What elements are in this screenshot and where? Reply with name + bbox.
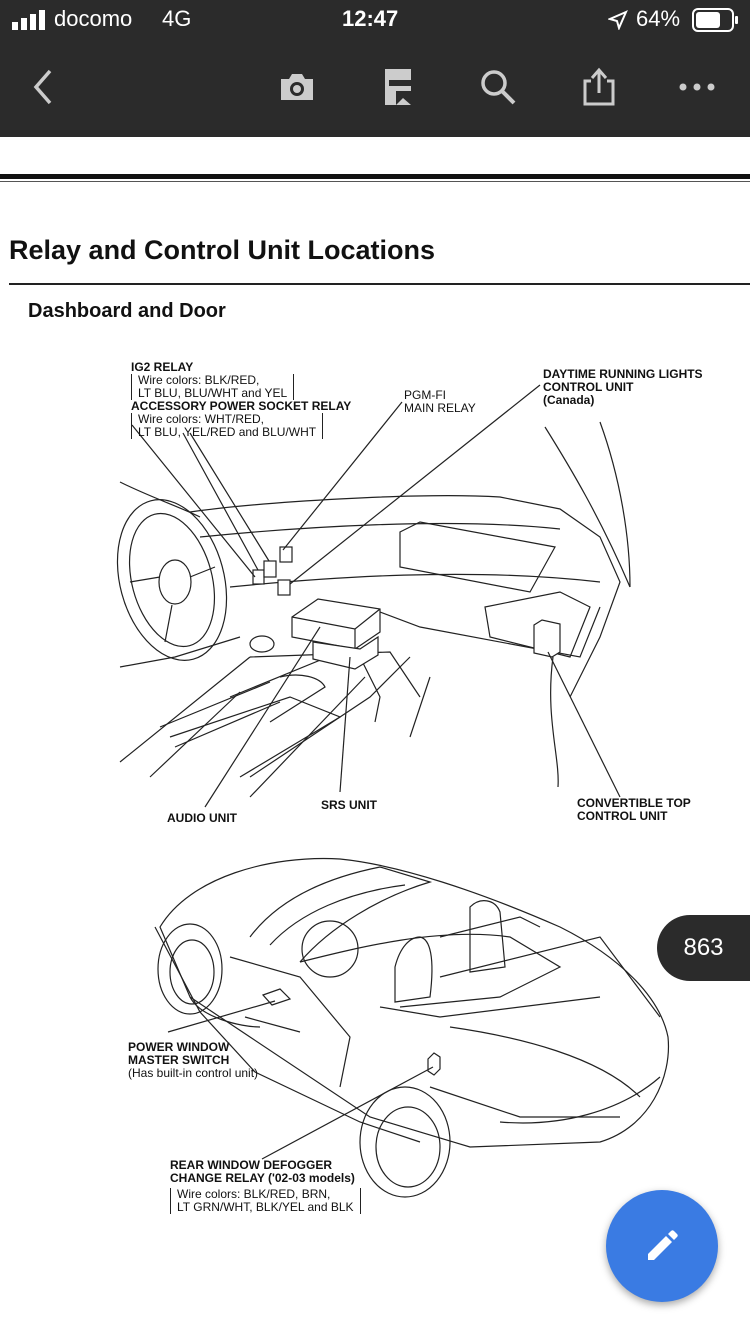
defogger-wires-line2: LT GRN/WHT, BLK/YEL and BLK <box>177 1200 354 1214</box>
back-button[interactable] <box>18 62 68 112</box>
label-accessory-wires: Wire colors: WHT/RED, LT BLU, YEL/RED an… <box>131 412 324 439</box>
top-rule-thin <box>0 181 750 182</box>
page-number-tab[interactable]: 863 <box>657 915 750 981</box>
bookmark-button[interactable] <box>373 62 423 112</box>
camera-button[interactable] <box>272 62 322 112</box>
edit-button[interactable] <box>606 1190 718 1302</box>
defogger-line1: REAR WINDOW DEFOGGER <box>170 1158 332 1172</box>
carrier-label: docomo <box>54 6 133 31</box>
battery-percent: 64% <box>636 6 681 31</box>
share-icon <box>583 67 615 106</box>
back-icon <box>33 69 52 105</box>
share-button[interactable] <box>574 62 624 112</box>
pgmfi-line1: PGM-FI <box>404 388 446 402</box>
battery-icon <box>692 8 738 32</box>
car-diagram <box>154 857 670 1198</box>
convertible-line1: CONVERTIBLE TOP <box>577 796 691 810</box>
power-window-line1: POWER WINDOW <box>128 1040 230 1054</box>
label-audio-unit: AUDIO UNIT <box>167 811 237 825</box>
convertible-line2: CONTROL UNIT <box>577 809 668 823</box>
ig2-wires-line1: Wire colors: BLK/RED, <box>138 373 260 387</box>
bookmark-icon <box>385 69 411 105</box>
title-rule <box>9 283 750 285</box>
label-ig2-relay: IG2 RELAY <box>131 360 194 374</box>
toolbar <box>0 40 750 137</box>
pgmfi-line2: MAIN RELAY <box>404 401 476 415</box>
drl-line1: DAYTIME RUNNING LIGHTS <box>543 367 703 381</box>
label-convertible-top-unit: CONVERTIBLE TOP CONTROL UNIT <box>577 797 691 823</box>
accessory-wires-line2: LT BLU, YEL/RED and BLU/WHT <box>138 425 317 439</box>
top-rule <box>0 174 750 179</box>
label-defogger-relay: REAR WINDOW DEFOGGER CHANGE RELAY ('02-0… <box>170 1159 355 1185</box>
network-label: 4G <box>162 6 192 31</box>
more-button[interactable] <box>672 62 722 112</box>
search-icon <box>481 70 516 105</box>
label-ig2-wires: Wire colors: BLK/RED, LT BLU, BLU/WHT an… <box>131 373 295 400</box>
signal-icon <box>12 10 45 30</box>
power-window-line3: (Has built-in control unit) <box>128 1066 259 1080</box>
label-drl-control-unit: DAYTIME RUNNING LIGHTS CONTROL UNIT (Can… <box>543 368 703 407</box>
accessory-wires-line1: Wire colors: WHT/RED, <box>138 412 264 426</box>
label-defogger-wires: Wire colors: BLK/RED, BRN, LT GRN/WHT, B… <box>170 1188 361 1214</box>
location-icon <box>608 10 628 30</box>
drl-line3: (Canada) <box>543 393 595 407</box>
page-number: 863 <box>683 934 724 961</box>
power-window-line2: MASTER SWITCH <box>128 1053 230 1067</box>
more-icon <box>679 83 715 91</box>
search-button[interactable] <box>473 62 523 112</box>
label-accessory-relay: ACCESSORY POWER SOCKET RELAY <box>131 399 352 413</box>
label-power-window-switch: POWER WINDOW MASTER SWITCH (Has built-in… <box>128 1041 258 1080</box>
dashboard-diagram <box>116 384 631 808</box>
camera-icon <box>281 74 313 100</box>
label-srs-unit: SRS UNIT <box>321 798 378 812</box>
clock: 12:47 <box>342 6 399 31</box>
edit-icon <box>648 1230 678 1260</box>
page-title: Relay and Control Unit Locations <box>9 235 436 265</box>
label-pgmfi-relay: PGM-FI MAIN RELAY <box>404 389 476 415</box>
section-title: Dashboard and Door <box>28 300 226 322</box>
defogger-line2: CHANGE RELAY ('02-03 models) <box>170 1171 355 1185</box>
document-page[interactable]: Relay and Control Unit Locations Dashboa… <box>0 137 750 1334</box>
drl-line2: CONTROL UNIT <box>543 380 634 394</box>
status-bar: docomo 4G 12:47 64% <box>0 0 750 40</box>
defogger-wires-line1: Wire colors: BLK/RED, BRN, <box>177 1187 331 1201</box>
ig2-wires-line2: LT BLU, BLU/WHT and YEL <box>138 386 288 400</box>
